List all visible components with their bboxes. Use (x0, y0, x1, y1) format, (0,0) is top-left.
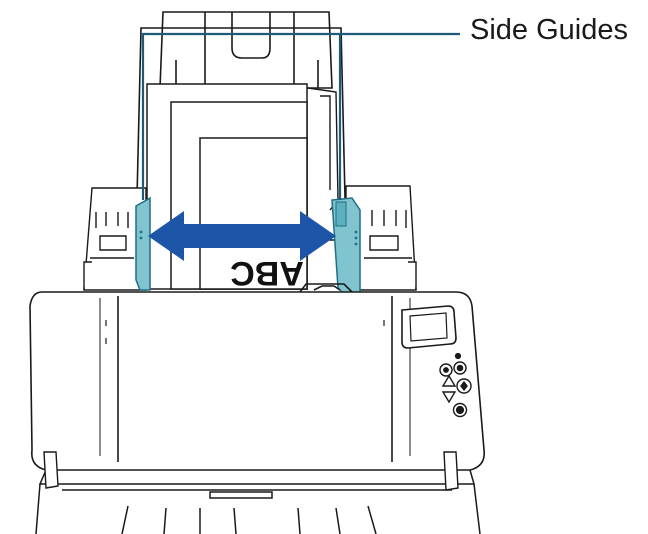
enter-button-icon[interactable] (456, 378, 472, 394)
stacker (35, 469, 481, 534)
up-button-icon[interactable] (441, 374, 457, 387)
side-guide-right[interactable] (331, 197, 361, 297)
side-guide-left[interactable] (135, 196, 151, 291)
right-tray-wing (345, 185, 417, 291)
side-latches (43, 451, 459, 491)
side-guides-label: Side Guides (470, 14, 628, 46)
double-headed-horizontal-arrow-icon (148, 211, 336, 261)
indicator-led (454, 352, 462, 360)
document-text: ABC (230, 254, 304, 292)
lcd-display (401, 305, 457, 349)
chute-side-rails (303, 87, 339, 211)
chute-extension (135, 11, 347, 241)
scanner-body (29, 283, 486, 471)
scan-button-icon[interactable] (453, 361, 467, 375)
power-button-icon[interactable] (452, 402, 468, 418)
left-tray-wing (83, 187, 147, 291)
stop-button-icon[interactable] (439, 363, 453, 377)
down-button-icon[interactable] (441, 391, 457, 404)
callout-leader-lines (141, 32, 460, 200)
paper-stack (146, 83, 308, 290)
operator-buttons (439, 352, 472, 418)
panel-details (105, 320, 385, 344)
paper-sheet-small (199, 137, 308, 290)
